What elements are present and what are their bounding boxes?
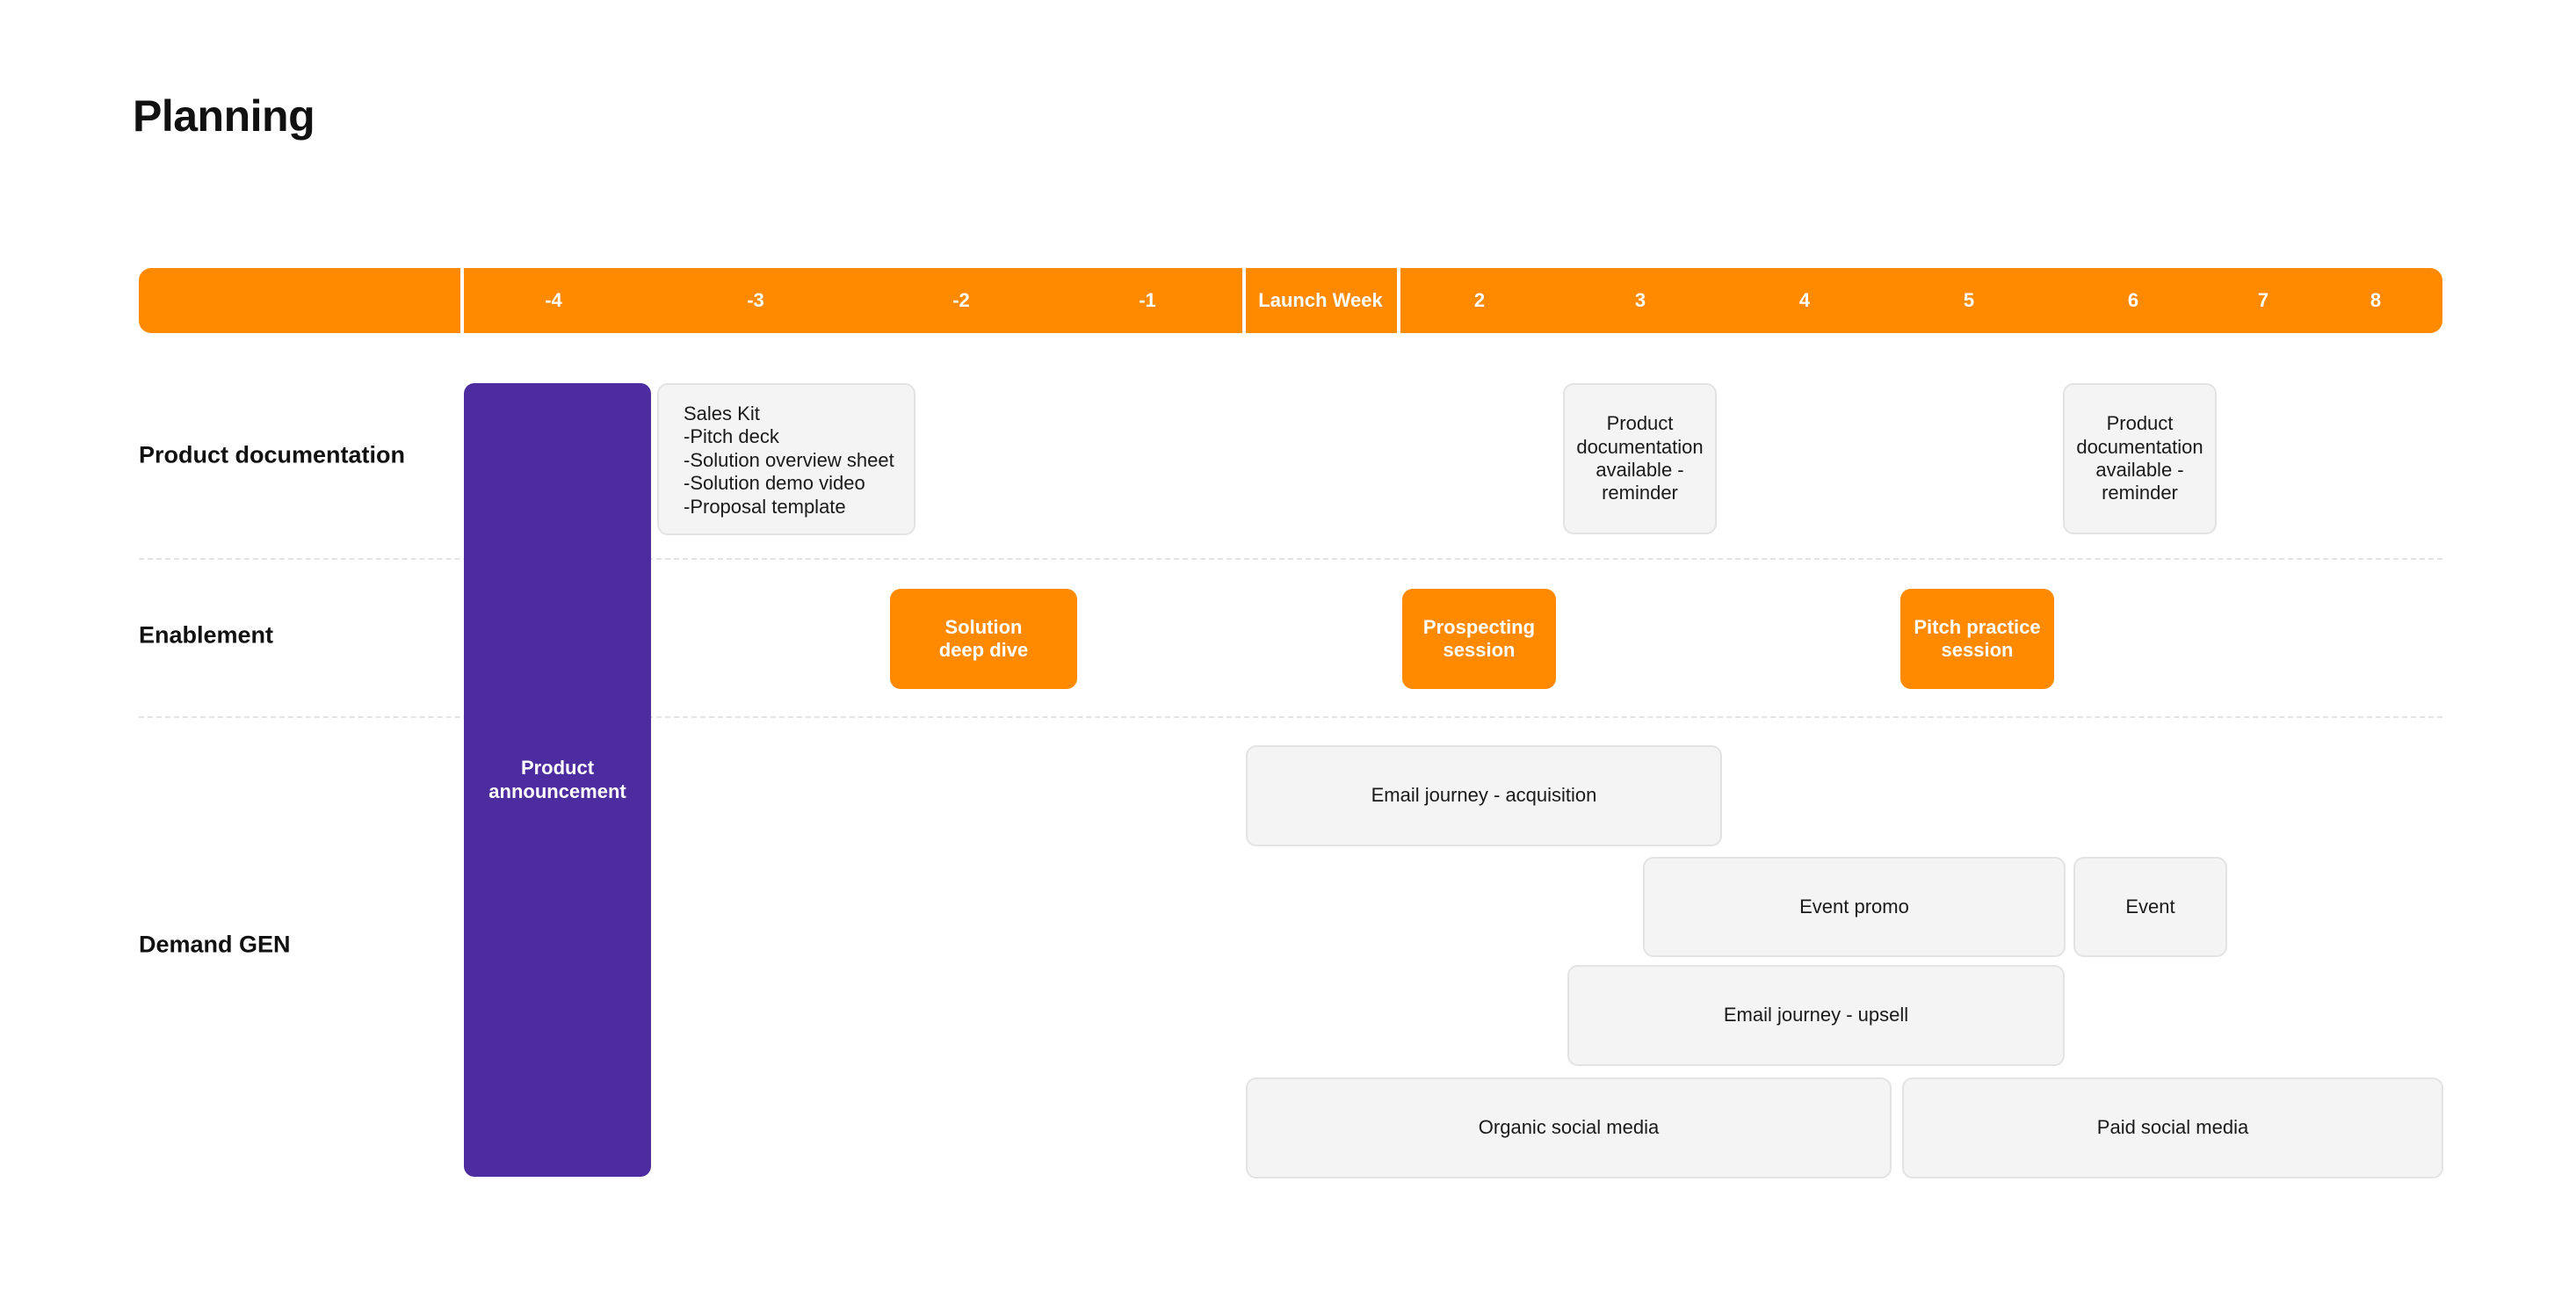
block-label: Product announcement [488, 757, 626, 802]
event-promo-block[interactable]: Event promo [1643, 857, 2066, 957]
week-label-minus-3: -3 [747, 289, 764, 311]
block-label: Event promo [1799, 895, 1909, 917]
block-label: Email journey - acquisition [1371, 784, 1597, 807]
organic-social-media-block[interactable]: Organic social media [1246, 1077, 1892, 1179]
doc-reminder-block[interactable]: Product documentation available - remind… [1563, 383, 1717, 534]
block-label: Email journey - upsell [1723, 1004, 1909, 1026]
block-label: Solution deep dive [938, 615, 1029, 661]
block-label: Prospecting session [1422, 615, 1536, 661]
row-label-enablement: Enablement [139, 621, 274, 649]
sales-kit-block[interactable]: Sales Kit -Pitch deck -Solution overview… [657, 383, 915, 535]
week-label-4: 4 [1798, 289, 1811, 311]
week-label-8: 8 [2370, 289, 2382, 311]
email-journey-acquisition-block[interactable]: Email journey - acquisition [1246, 745, 1722, 846]
email-journey-upsell-block[interactable]: Email journey - upsell [1567, 965, 2065, 1066]
block-label: Event [2125, 895, 2175, 917]
prospecting-session-block[interactable]: Prospecting session [1402, 589, 1556, 689]
week-label-2: 2 [1473, 289, 1486, 311]
week-label-3: 3 [1634, 289, 1646, 311]
week-label-7: 7 [2257, 289, 2269, 311]
block-label: Product documentation available - remind… [1576, 412, 1704, 504]
row-separator [139, 716, 2442, 718]
timeline-divider [460, 268, 464, 333]
week-label-launch: Launch Week [1258, 289, 1383, 311]
week-label-6: 6 [2127, 289, 2139, 311]
timeline-header: -4 -3 -2 -1 Launch Week 2 3 4 5 6 7 8 [139, 268, 2442, 333]
event-block[interactable]: Event [2073, 857, 2227, 957]
page-title: Planning [133, 91, 315, 141]
block-label: Paid social media [2096, 1116, 2249, 1139]
block-label: Organic social media [1478, 1116, 1660, 1139]
pitch-practice-block[interactable]: Pitch practice session [1900, 589, 2054, 689]
week-label-5: 5 [1963, 289, 1975, 311]
solution-deep-dive-block[interactable]: Solution deep dive [890, 589, 1077, 689]
product-announcement-block[interactable]: Product announcement [464, 383, 651, 1177]
week-label-minus-2: -2 [952, 289, 970, 311]
row-separator [139, 558, 2442, 560]
paid-social-media-block[interactable]: Paid social media [1902, 1077, 2443, 1179]
row-label-product-documentation: Product documentation [139, 441, 405, 468]
block-label: Pitch practice session [1914, 615, 2041, 661]
row-label-demand-gen: Demand GEN [139, 931, 291, 958]
block-label: Product documentation available - remind… [2076, 412, 2203, 504]
timeline-divider [1242, 268, 1246, 333]
doc-reminder-block[interactable]: Product documentation available - remind… [2063, 383, 2217, 534]
timeline-divider [1397, 268, 1400, 333]
block-label: Sales Kit -Pitch deck -Solution overview… [684, 403, 894, 518]
week-label-minus-4: -4 [545, 289, 562, 311]
week-label-minus-1: -1 [1139, 289, 1156, 311]
